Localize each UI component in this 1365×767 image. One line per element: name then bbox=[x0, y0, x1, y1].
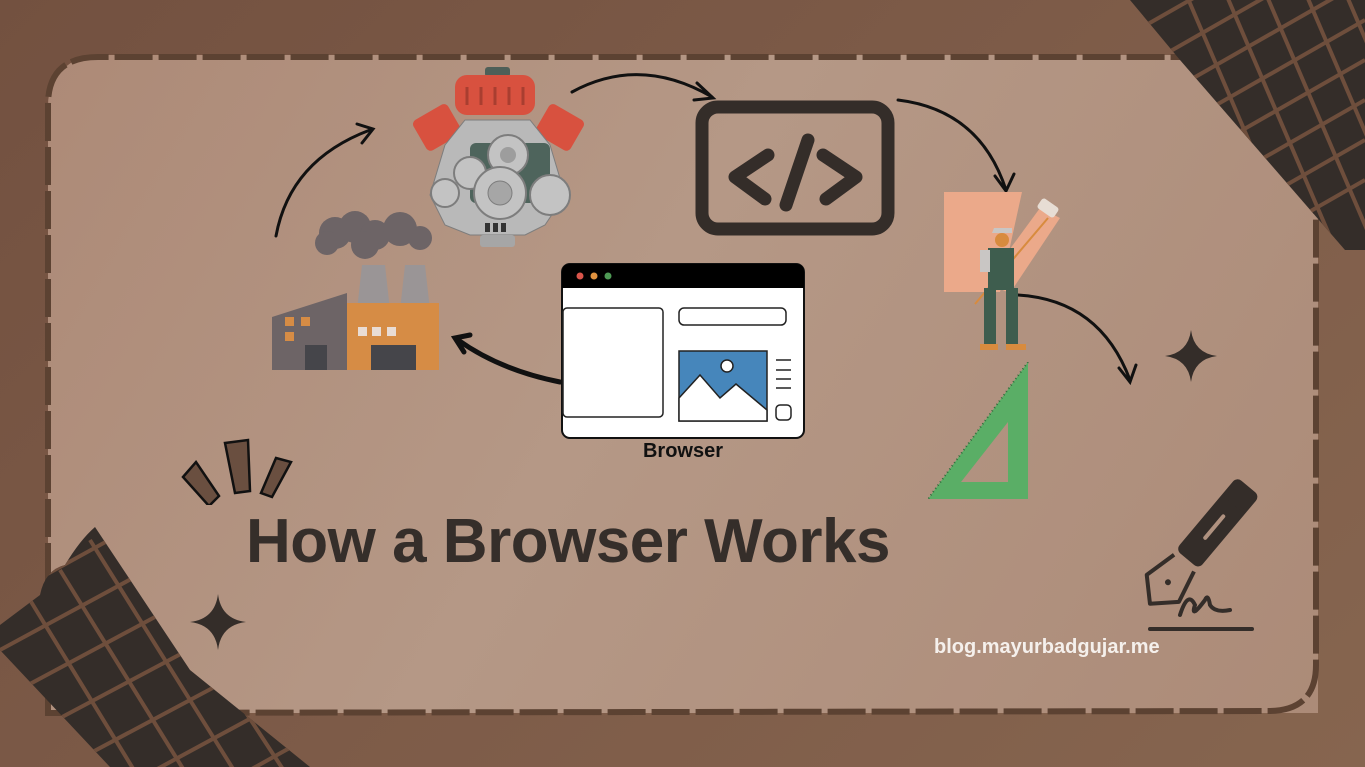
emphasis-marks-icon bbox=[181, 438, 293, 505]
arrow-engine-to-code bbox=[570, 73, 714, 99]
painter-icon bbox=[944, 192, 1060, 350]
browser-window-icon bbox=[561, 263, 805, 439]
tape-top-right bbox=[1130, 0, 1365, 250]
sparkle-icon-left bbox=[190, 594, 246, 650]
arrow-factory-to-engine bbox=[274, 128, 372, 238]
arrow-browser-to-factory bbox=[455, 337, 563, 385]
fountain-pen-icon bbox=[1144, 479, 1258, 631]
code-brackets-icon bbox=[695, 100, 895, 236]
factory-icon bbox=[272, 211, 439, 370]
browser-label: Browser bbox=[642, 440, 724, 462]
set-square-icon bbox=[928, 362, 1029, 500]
sparkle-icon-right bbox=[1165, 330, 1217, 382]
arrow-code-to-painter bbox=[896, 98, 1008, 192]
arrow-painter-to-ruler bbox=[1016, 293, 1132, 382]
tape-bottom-left bbox=[0, 527, 310, 767]
engine-icon bbox=[413, 67, 584, 247]
blog-url: blog.mayurbadgujar.me bbox=[934, 636, 1160, 658]
page-title: How a Browser Works bbox=[246, 507, 890, 576]
